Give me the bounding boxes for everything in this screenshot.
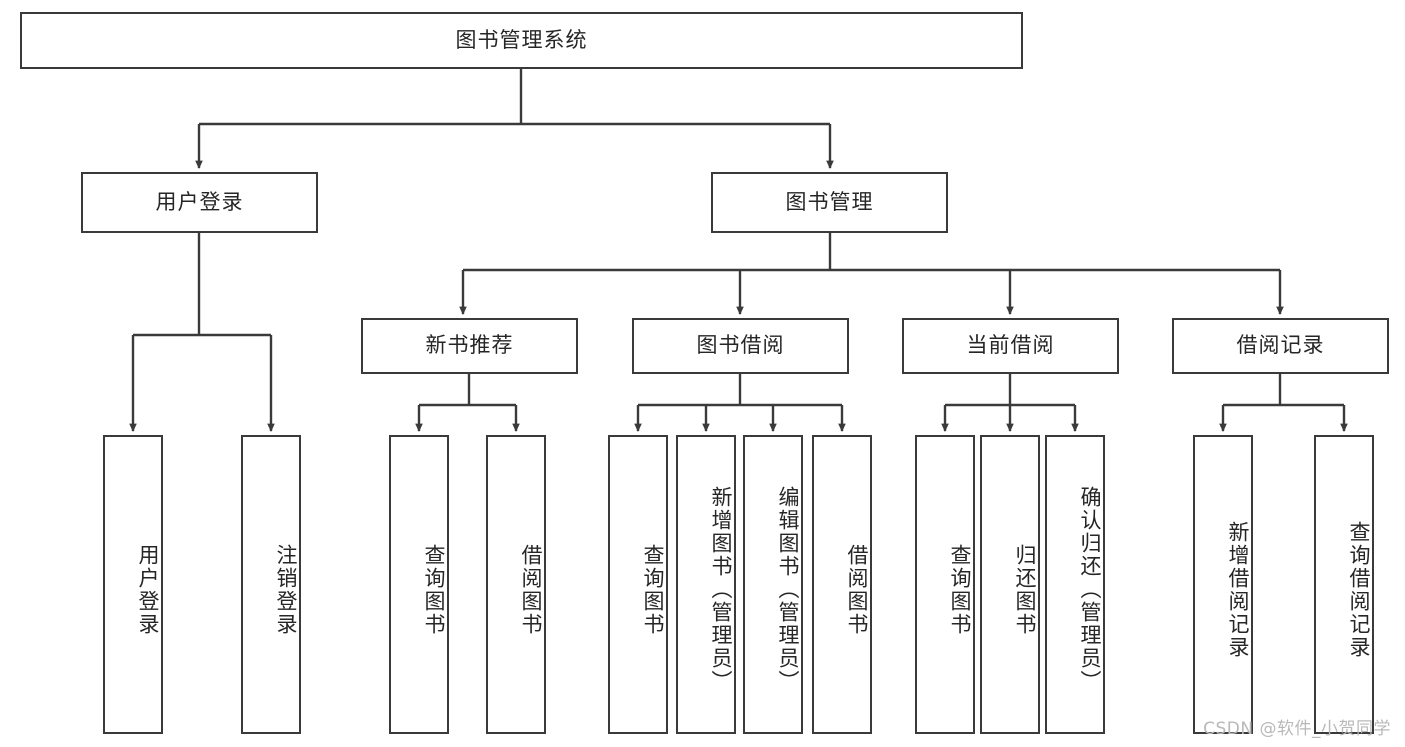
leaf-current-borrow-query-label: 查询图书	[948, 543, 972, 636]
leaf-book-borrow-add-label: 新增图书（管理员）	[709, 486, 733, 693]
node-user-login[interactable]: 用户登录	[81, 172, 318, 233]
leaf-user-login-signout[interactable]: 注销登录	[241, 435, 301, 734]
leaf-current-borrow-return-label: 归还图书	[1013, 543, 1037, 636]
leaf-book-borrow-add[interactable]: 新增图书（管理员）	[676, 435, 736, 734]
node-user-login-label: 用户登录	[155, 189, 244, 214]
node-book-borrow[interactable]: 图书借阅	[632, 318, 849, 374]
leaf-book-borrow-query-label: 查询图书	[641, 543, 665, 636]
leaf-current-borrow-query[interactable]: 查询图书	[915, 435, 975, 734]
leaf-user-login-signin-label: 用户登录	[136, 543, 160, 636]
node-root-system[interactable]: 图书管理系统	[20, 12, 1023, 69]
node-book-management[interactable]: 图书管理	[711, 172, 948, 233]
node-new-book-recommend-label: 新书推荐	[425, 333, 514, 358]
leaf-book-borrow-edit-label: 编辑图书（管理员）	[776, 486, 800, 693]
leaf-current-borrow-confirm-return[interactable]: 确认归还（管理员）	[1045, 435, 1105, 734]
leaf-current-borrow-return[interactable]: 归还图书	[980, 435, 1040, 734]
node-current-borrow[interactable]: 当前借阅	[902, 318, 1119, 374]
leaf-book-borrow-lend-label: 借阅图书	[845, 543, 869, 636]
leaf-new-book-borrow[interactable]: 借阅图书	[486, 435, 546, 734]
leaf-user-login-signout-label: 注销登录	[274, 543, 298, 636]
leaf-user-login-signin[interactable]: 用户登录	[103, 435, 163, 734]
node-new-book-recommend[interactable]: 新书推荐	[361, 318, 578, 374]
node-borrow-record-label: 借阅记录	[1236, 333, 1325, 358]
leaf-book-borrow-lend[interactable]: 借阅图书	[812, 435, 872, 734]
leaf-book-borrow-query[interactable]: 查询图书	[608, 435, 668, 734]
node-book-management-label: 图书管理	[785, 189, 874, 214]
leaf-borrow-record-query[interactable]: 查询借阅记录	[1314, 435, 1374, 734]
node-root-system-label: 图书管理系统	[455, 27, 588, 52]
node-current-borrow-label: 当前借阅	[966, 333, 1055, 358]
node-book-borrow-label: 图书借阅	[696, 333, 785, 358]
node-borrow-record[interactable]: 借阅记录	[1172, 318, 1389, 374]
leaf-borrow-record-query-label: 查询借阅记录	[1347, 520, 1371, 659]
leaf-borrow-record-add[interactable]: 新增借阅记录	[1193, 435, 1253, 734]
leaf-book-borrow-edit[interactable]: 编辑图书（管理员）	[743, 435, 803, 734]
leaf-new-book-query-label: 查询图书	[422, 543, 446, 636]
leaf-current-borrow-confirm-return-label: 确认归还（管理员）	[1078, 486, 1102, 693]
leaf-borrow-record-add-label: 新增借阅记录	[1226, 520, 1250, 659]
leaf-new-book-borrow-label: 借阅图书	[519, 543, 543, 636]
csdn-watermark: CSDN @软件_小贺同学	[1203, 719, 1391, 739]
leaf-new-book-query[interactable]: 查询图书	[389, 435, 449, 734]
